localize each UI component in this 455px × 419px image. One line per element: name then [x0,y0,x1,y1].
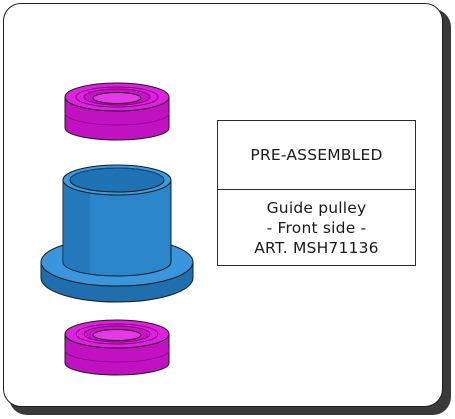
article-number: ART. MSH71136 [254,239,379,257]
flanged-bushing [40,164,194,303]
part-label-box: PRE-ASSEMBLED Guide pulley - Front side … [217,120,416,266]
part-description: Guide pulley - Front side - ART. MSH7113… [218,190,415,266]
assembly-status-label: PRE-ASSEMBLED [218,121,415,190]
part-name: Guide pulley [266,199,367,217]
top-bearing [64,82,170,141]
part-side: - Front side - [266,219,367,237]
bottom-bearing [64,319,170,376]
